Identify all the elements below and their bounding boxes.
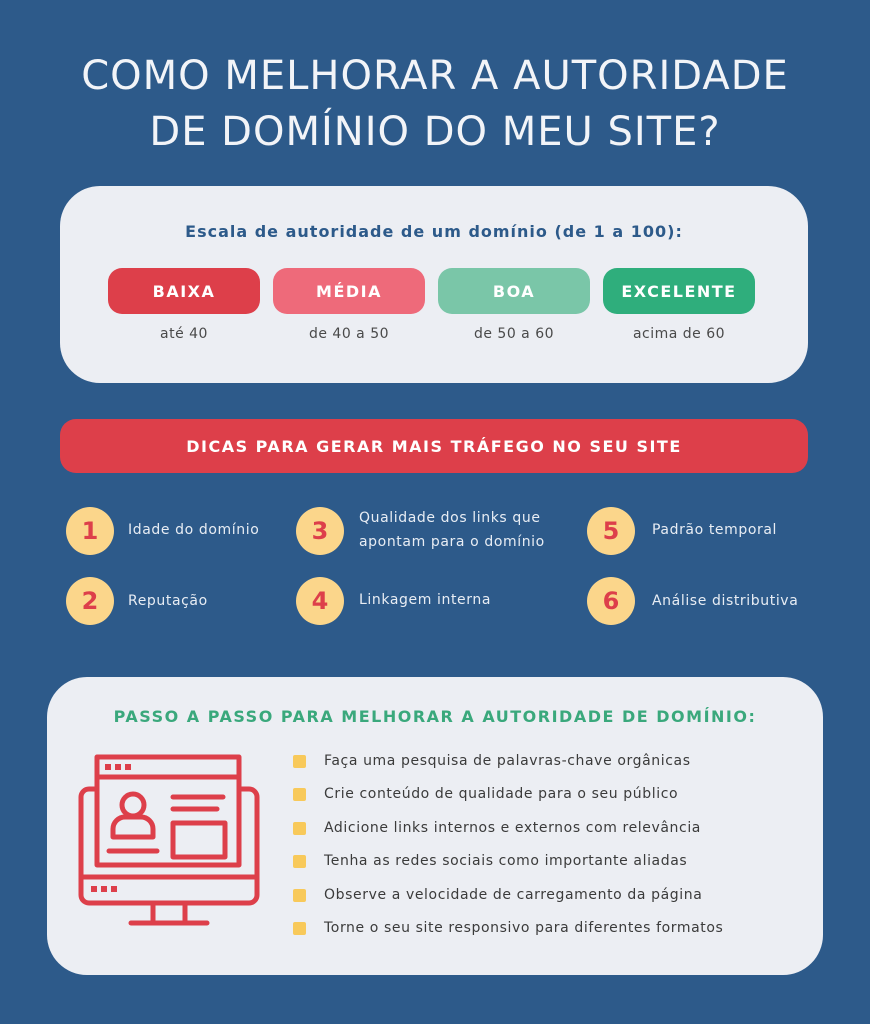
step-text: Tenha as redes sociais como importante a… bbox=[324, 853, 688, 869]
step-item-2: Crie conteúdo de qualidade para o seu pú… bbox=[293, 782, 678, 806]
step-text: Torne o seu site responsivo para diferen… bbox=[324, 920, 724, 936]
step-text: Crie conteúdo de qualidade para o seu pú… bbox=[324, 786, 679, 802]
step-item-1: Faça uma pesquisa de palavras-chave orgâ… bbox=[293, 749, 691, 773]
title-line-2: DE DOMÍNIO DO MEU SITE? bbox=[149, 109, 721, 155]
title-line-1: COMO MELHORAR A AUTORIDADE bbox=[81, 53, 789, 99]
tip-number-1: 1 bbox=[66, 507, 114, 555]
tips-banner: DICAS PARA GERAR MAIS TRÁFEGO NO SEU SIT… bbox=[60, 419, 808, 473]
tip-text-5: Padrão temporal bbox=[652, 522, 778, 538]
step-item-4: Tenha as redes sociais como importante a… bbox=[293, 849, 687, 873]
step-text: Adicione links internos e externos com r… bbox=[324, 820, 701, 836]
bullet-square-icon bbox=[293, 821, 306, 835]
level-good-badge: BOA bbox=[438, 268, 590, 314]
tip-text-3-line-1: Qualidade dos links que bbox=[359, 510, 541, 526]
step-text: Faça uma pesquisa de palavras-chave orgâ… bbox=[324, 753, 691, 769]
level-medium-badge: MÉDIA bbox=[273, 268, 425, 314]
tip-text-2: Reputação bbox=[128, 593, 208, 609]
level-low-badge: BAIXA bbox=[108, 268, 260, 314]
bullet-square-icon bbox=[293, 888, 306, 902]
level-low-range: até 40 bbox=[160, 326, 208, 342]
page-title: COMO MELHORAR A AUTORIDADE DE DOMÍNIO DO… bbox=[0, 48, 870, 160]
tip-text-3-line-2: apontam para o domínio bbox=[359, 534, 545, 550]
authority-scale-card: Escala de autoridade de um domínio (de 1… bbox=[60, 186, 808, 383]
tip-number-6: 6 bbox=[587, 577, 635, 625]
tip-number-3: 3 bbox=[296, 507, 344, 555]
scale-heading: Escala de autoridade de um domínio (de 1… bbox=[185, 222, 683, 241]
bullet-square-icon bbox=[293, 754, 306, 768]
bullet-square-icon bbox=[293, 854, 306, 868]
tip-number-5: 5 bbox=[587, 507, 635, 555]
bullet-square-icon bbox=[293, 921, 306, 935]
step-text: Observe a velocidade de carregamento da … bbox=[324, 887, 703, 903]
tip-text-1: Idade do domínio bbox=[128, 522, 260, 538]
level-excellent-badge: EXCELENTE bbox=[603, 268, 755, 314]
tip-number-4: 4 bbox=[296, 577, 344, 625]
tip-text-6: Análise distributiva bbox=[652, 593, 799, 609]
tip-text-3: Qualidade dos links que apontam para o d… bbox=[359, 506, 545, 554]
steps-heading: PASSO A PASSO PARA MELHORAR A AUTORIDADE… bbox=[113, 707, 757, 726]
tip-number-2: 2 bbox=[66, 577, 114, 625]
step-item-3: Adicione links internos e externos com r… bbox=[293, 816, 701, 840]
level-excellent-range: acima de 60 bbox=[632, 326, 726, 342]
bullet-square-icon bbox=[293, 787, 306, 801]
tip-text-4: Linkagem interna bbox=[359, 592, 492, 608]
level-medium-range: de 40 a 50 bbox=[308, 326, 390, 342]
step-item-5: Observe a velocidade de carregamento da … bbox=[293, 883, 702, 907]
website-profile-icon bbox=[78, 754, 260, 926]
step-item-6: Torne o seu site responsivo para diferen… bbox=[293, 916, 723, 940]
steps-card: PASSO A PASSO PARA MELHORAR A AUTORIDADE… bbox=[47, 677, 823, 975]
level-good-range: de 50 a 60 bbox=[473, 326, 555, 342]
